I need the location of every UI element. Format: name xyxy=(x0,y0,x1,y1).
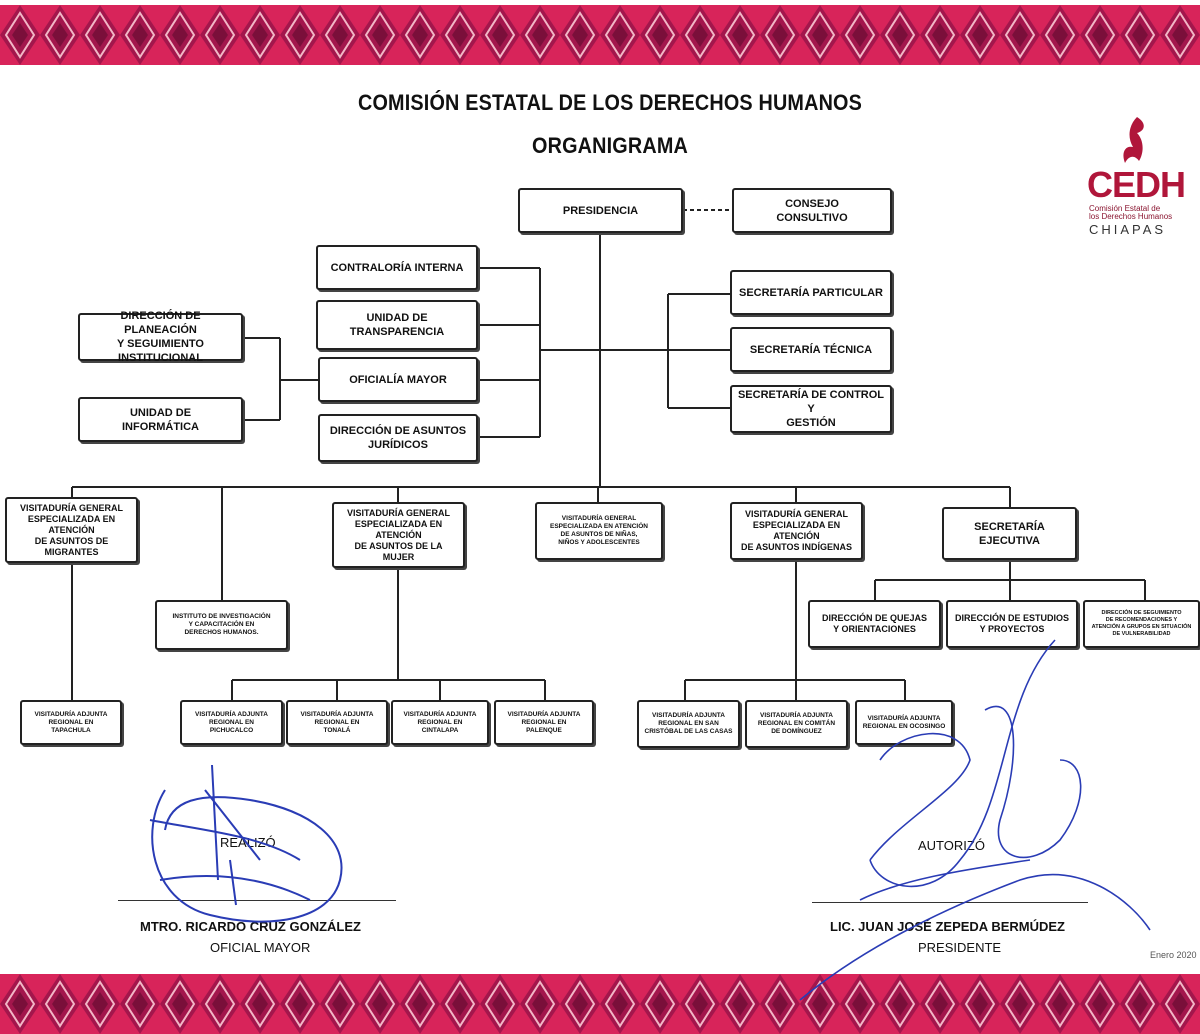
box-secretaria-ejecutiva: SECRETARÍA EJECUTIVA xyxy=(942,507,1077,560)
box-contraloria-interna: CONTRALORÍA INTERNA xyxy=(316,245,478,290)
box-unidad-transparencia: UNIDAD DE TRANSPARENCIA xyxy=(316,300,478,350)
logo-name: Comisión Estatal de los Derechos Humanos xyxy=(1089,205,1187,221)
signature-line-left xyxy=(118,900,396,901)
box-secretaria-particular: SECRETARÍA PARTICULAR xyxy=(730,270,892,315)
box-va-pichucalco: VISITADURÍA ADJUNTA REGIONAL EN PICHUCAL… xyxy=(180,700,283,745)
logo-name-line2: los Derechos Humanos xyxy=(1089,212,1173,221)
document-date: Enero 2020 xyxy=(1150,950,1197,960)
signature-left xyxy=(149,764,343,923)
box-presidencia: PRESIDENCIA xyxy=(518,188,683,233)
decorative-top-band xyxy=(0,5,1200,65)
box-va-comitan: VISITADURÍA ADJUNTA REGIONAL EN COMITÁN … xyxy=(745,700,848,748)
box-va-ocosingo: VISITADURÍA ADJUNTA REGIONAL EN OCOSINGO xyxy=(855,700,953,745)
signature-right xyxy=(799,639,1151,1001)
box-visitaduria-migrantes: VISITADURÍA GENERAL ESPECIALIZADA EN ATE… xyxy=(5,497,138,563)
name-presidente: LIC. JUAN JOSÉ ZEPEDA BERMÚDEZ xyxy=(830,919,1065,934)
box-direccion-estudios: DIRECCIÓN DE ESTUDIOS Y PROYECTOS xyxy=(946,600,1078,648)
name-oficial-mayor: MTRO. RICARDO CRUZ GONZÁLEZ xyxy=(140,919,361,934)
page-title: COMISIÓN ESTATAL DE LOS DERECHOS HUMANOS xyxy=(357,90,863,115)
box-secretaria-control-gestion: SECRETARÍA DE CONTROL Y GESTIÓN xyxy=(730,385,892,433)
decorative-bottom-band xyxy=(0,974,1200,1034)
box-visitaduria-indigenas: VISITADURÍA GENERAL ESPECIALIZADA EN ATE… xyxy=(730,502,863,560)
box-direccion-seguimiento: DIRECCIÓN DE SEGUIMIENTO DE RECOMENDACIO… xyxy=(1083,600,1200,648)
bird-flame-icon xyxy=(1123,117,1144,163)
box-va-palenque: VISITADURÍA ADJUNTA REGIONAL EN PALENQUE xyxy=(494,700,594,745)
box-va-cintalapa: VISITADURÍA ADJUNTA REGIONAL EN CINTALAP… xyxy=(391,700,489,745)
box-visitaduria-mujer: VISITADURÍA GENERAL ESPECIALIZADA EN ATE… xyxy=(332,502,465,568)
box-visitaduria-ninos: VISITADURÍA GENERAL ESPECIALIZADA EN ATE… xyxy=(535,502,663,560)
page-subtitle: ORGANIGRAMA xyxy=(532,133,688,158)
box-secretaria-tecnica: SECRETARÍA TÉCNICA xyxy=(730,327,892,372)
title-presidente: PRESIDENTE xyxy=(918,940,1002,955)
box-oficialia-mayor: OFICIALÍA MAYOR xyxy=(318,357,478,402)
box-va-san-cristobal: VISITADURÍA ADJUNTA REGIONAL EN SAN CRIS… xyxy=(637,700,740,748)
title-oficial-mayor: OFICIAL MAYOR xyxy=(210,940,311,955)
box-va-tapachula: VISITADURÍA ADJUNTA REGIONAL EN TAPACHUL… xyxy=(20,700,122,745)
logo-name-line1: Comisión Estatal de xyxy=(1089,204,1161,213)
logo-state: CHIAPAS xyxy=(1089,222,1167,237)
box-direccion-asuntos-juridicos: DIRECCIÓN DE ASUNTOS JURÍDICOS xyxy=(318,414,478,462)
label-realizo: REALIZÓ xyxy=(220,835,276,850)
signature-line-right xyxy=(812,902,1088,903)
logo-acronym: CEDH xyxy=(1087,164,1186,205)
cedh-logo: CEDH Comisión Estatal de los Derechos Hu… xyxy=(1085,115,1187,240)
box-unidad-informatica: UNIDAD DE INFORMÁTICA xyxy=(78,397,243,442)
box-direccion-quejas: DIRECCIÓN DE QUEJAS Y ORIENTACIONES xyxy=(808,600,941,648)
box-consejo-consultivo: CONSEJO CONSULTIVO xyxy=(732,188,892,233)
box-va-tonala: VISITADURÍA ADJUNTA REGIONAL EN TONALÁ xyxy=(286,700,388,745)
box-instituto-investigacion: INSTITUTO DE INVESTIGACIÓN Y CAPACITACIÓ… xyxy=(155,600,288,650)
box-direccion-planeacion: DIRECCIÓN DE PLANEACIÓN Y SEGUIMIENTO IN… xyxy=(78,310,243,364)
